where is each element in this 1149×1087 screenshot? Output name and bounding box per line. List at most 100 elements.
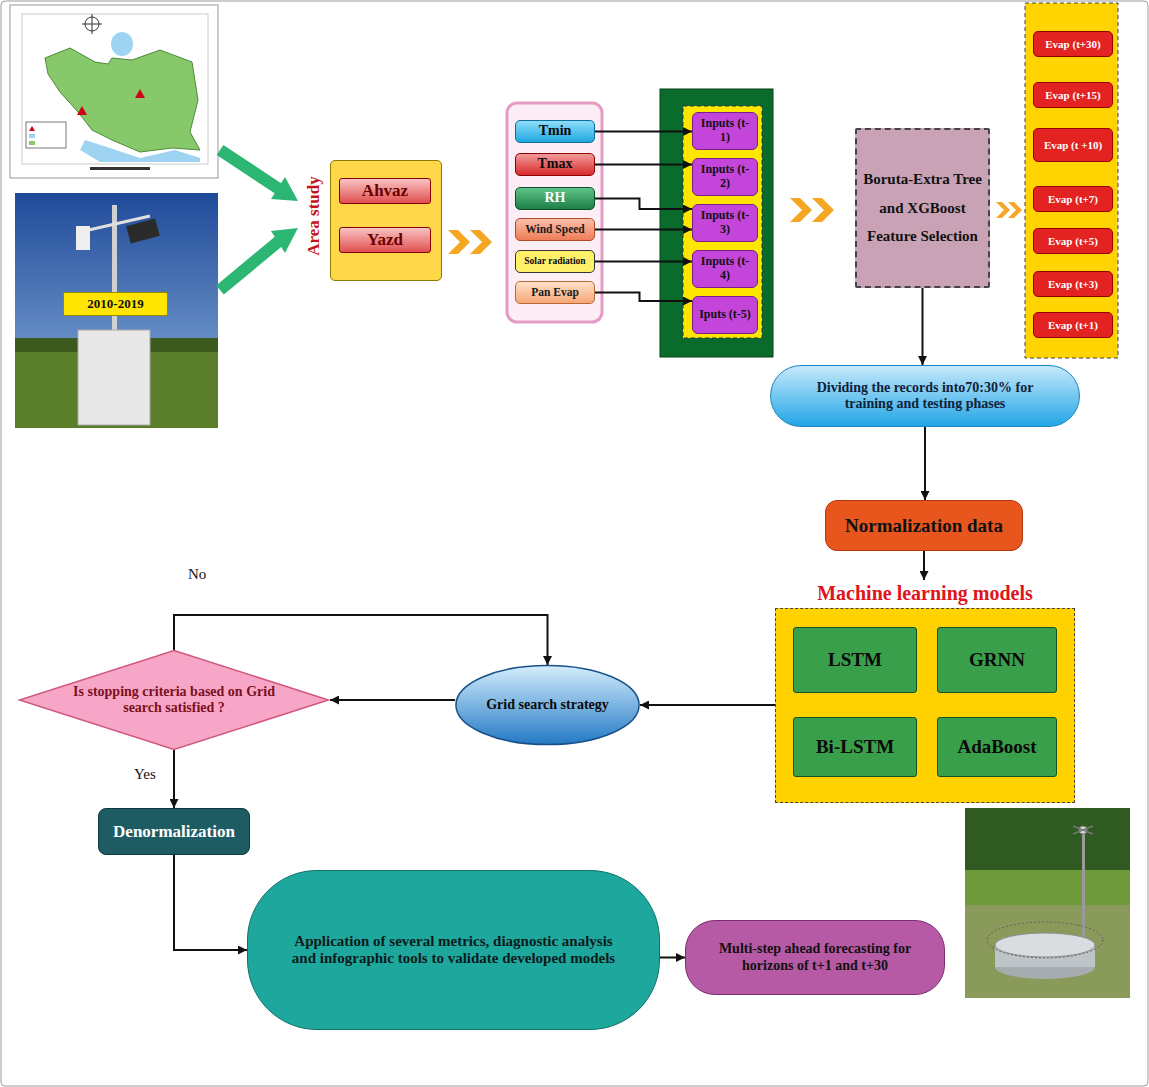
green-arrow xyxy=(220,241,279,290)
flow-arrow xyxy=(595,199,692,210)
forecast-horizon-box: Evap (t+5) xyxy=(1033,228,1113,254)
forecast-horizon-box: Evap (t+7) xyxy=(1033,186,1113,212)
logger-cabinet xyxy=(78,330,150,425)
text-area: Evap (t+7) xyxy=(1037,189,1109,209)
forecast-horizon-box: Evap (t+3) xyxy=(1033,271,1113,297)
map-inner-frame xyxy=(22,14,208,164)
map-frame xyxy=(10,5,218,178)
flow-chevron xyxy=(448,230,470,254)
legend-marker xyxy=(29,126,35,131)
node-text: Inputs (t-4) xyxy=(696,255,754,283)
green-arrowhead xyxy=(271,228,298,253)
flow-arrow xyxy=(174,855,247,950)
forecast-horizon-box: Evap (t +10) xyxy=(1033,128,1113,162)
feature-selection-box: Boruta-Extra Tree and XGBoost Feature Se… xyxy=(855,128,990,288)
text-area: Inputs (t-1) xyxy=(696,115,754,147)
node-text: 2010-2019 xyxy=(87,297,143,312)
text-area: Pan Evap xyxy=(519,284,591,301)
node-text: Yazd xyxy=(367,230,403,250)
sensor-housing xyxy=(76,226,90,250)
country-outline xyxy=(45,48,200,152)
horizon-panel xyxy=(1025,3,1118,358)
text-area: Is stopping criteria based on Grid searc… xyxy=(71,675,277,725)
model-box: AdaBoost xyxy=(937,717,1057,777)
text-area: Boruta-Extra Tree and XGBoost Feature Se… xyxy=(862,132,983,284)
data-split-pill: Dividing the records into70:30% for trai… xyxy=(770,365,1080,427)
decision-diamond: Is stopping criteria based on Grid searc… xyxy=(18,650,330,750)
node-text: Tmax xyxy=(538,156,573,172)
green-arrowhead xyxy=(271,177,298,201)
node-text: Evap (t +10) xyxy=(1044,139,1102,152)
node-text: Boruta-Extra Tree and XGBoost Feature Se… xyxy=(862,165,983,251)
text-area: Tmin xyxy=(519,123,591,140)
ellipse-shape xyxy=(456,665,639,744)
text-area: Tmax xyxy=(519,156,591,173)
node-text: Evap (t+15) xyxy=(1045,89,1100,102)
node-text: Bi-LSTM xyxy=(816,736,894,758)
station-box: Yazd xyxy=(339,227,431,253)
text-area: Solar radiation xyxy=(518,253,592,270)
node-text: Evap (t+3) xyxy=(1048,278,1098,291)
station-box: Ahvaz xyxy=(339,178,431,204)
node-text: Evap (t+1) xyxy=(1048,319,1098,332)
node-text: Tmin xyxy=(539,123,572,139)
node-text: Inputs (t-2) xyxy=(696,163,754,191)
map-legend-box xyxy=(26,122,66,148)
node-text: Dividing the records into70:30% for trai… xyxy=(795,380,1055,412)
group-heading: Machine learning models xyxy=(775,580,1075,607)
lag-input-box: Inputs (t-1) xyxy=(692,112,758,150)
text-area: Wind Speed xyxy=(519,221,591,238)
period-label: 2010-2019 xyxy=(63,292,168,316)
node-text: Grid search strategy xyxy=(486,697,609,713)
flow-chevron xyxy=(790,198,812,222)
node-text: Inputs (t-3) xyxy=(696,209,754,237)
node-text: Is stopping criteria based on Grid searc… xyxy=(71,684,277,716)
compass-cross xyxy=(82,14,102,34)
text-area: Denormalization xyxy=(103,811,245,852)
input-variable: Tmax xyxy=(515,153,595,176)
text-area: Application of several metrics, diagnost… xyxy=(288,873,619,1027)
flow-arrow xyxy=(640,704,775,706)
station-marker xyxy=(77,106,87,115)
flow-chevron xyxy=(470,230,492,254)
model-box: LSTM xyxy=(793,627,917,693)
forecast-horizon-box: Evap (t+15) xyxy=(1033,82,1113,108)
anemometer-cups xyxy=(1073,826,1093,834)
scale-bar xyxy=(90,167,150,170)
station-marker xyxy=(135,89,145,98)
flow-arrow xyxy=(330,699,455,701)
variables-panel xyxy=(507,103,602,322)
station-photo xyxy=(15,193,218,428)
flow-arrow xyxy=(595,164,692,166)
node-text: Application of several metrics, diagnost… xyxy=(288,933,619,968)
tree-band xyxy=(965,808,1130,870)
flow-arrow xyxy=(923,551,925,580)
node-text: GRNN xyxy=(969,649,1025,671)
input-variable: RH xyxy=(515,187,595,210)
flow-arrow xyxy=(922,288,924,365)
process-box: Normalization data xyxy=(825,500,1023,551)
node-text: Solar radiation xyxy=(524,256,585,267)
lag-panel xyxy=(660,89,773,357)
node-text: Wind Speed xyxy=(525,223,585,236)
lag-input-box: Inputs (t-4) xyxy=(692,250,758,288)
node-text: Multi-step ahead forecasting for horizon… xyxy=(700,941,930,973)
input-variable: Tmin xyxy=(515,120,595,143)
bare-ground xyxy=(965,905,1130,998)
text-area: LSTM xyxy=(798,630,912,690)
input-variable: Solar radiation xyxy=(515,250,595,273)
text-area: Bi-LSTM xyxy=(798,720,912,774)
forecast-horizon-box: Evap (t+30) xyxy=(1033,31,1113,57)
text-area: Yazd xyxy=(342,230,428,250)
flow-arrow xyxy=(595,229,692,231)
text-area: GRNN xyxy=(942,630,1052,690)
edge-label: No xyxy=(186,566,208,583)
node-text: AdaBoost xyxy=(957,736,1036,758)
text-area: Grid search strategy xyxy=(467,683,628,727)
green-arrow xyxy=(220,150,279,189)
node-text: Evap (t+5) xyxy=(1048,235,1098,248)
flow-chevron xyxy=(1008,202,1022,218)
study-area-group: Area studyAhvazYazd xyxy=(300,150,442,282)
